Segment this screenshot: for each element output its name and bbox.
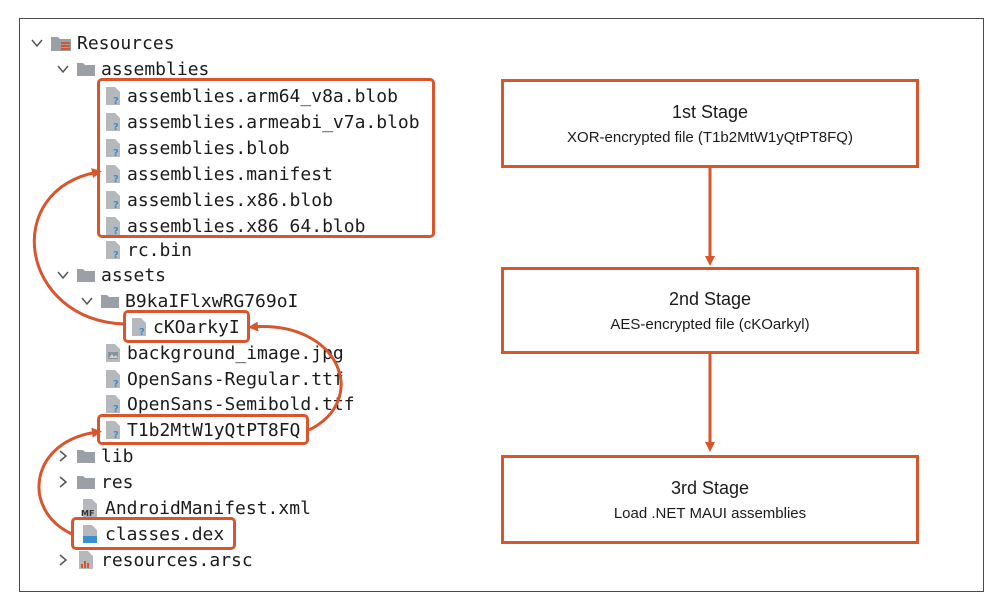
tree-label: AndroidManifest.xml [105,497,311,519]
svg-text:?: ? [113,96,119,106]
svg-text:?: ? [113,250,119,260]
tree-label: resources.arsc [101,549,253,571]
tree-label: rc.bin [127,239,193,261]
tree-item-assembly-file[interactable]: ? assemblies.armeabi_v7a.blob [104,110,420,134]
tree-label: assemblies.manifest [127,163,333,185]
unknown-file-icon: ? [106,370,120,389]
tree-label: OpenSans-Semibold.ttf [127,393,355,415]
tree-item-assembly-file[interactable]: ? assemblies.arm64_v8a.blob [104,84,398,108]
chevron-right-icon[interactable] [56,449,70,463]
stage-description: Load .NET MAUI assemblies [613,504,807,522]
tree-item-assets-folder[interactable]: assets [56,263,166,287]
tree-label: B9kaIFlxwRG769oI [125,290,299,312]
tree-label: assemblies.arm64_v8a.blob [127,85,398,107]
tree-item-res-folder[interactable]: res [56,470,134,494]
tree-item-rc-bin[interactable]: ? rc.bin [104,238,192,262]
folder-icon [77,450,95,463]
tree-label: background_image.jpg [127,342,344,364]
tree-label: lib [101,445,134,467]
chevron-down-icon[interactable] [56,268,70,282]
tree-item-background-image[interactable]: background_image.jpg [104,341,344,365]
tree-item-resources-arsc[interactable]: resources.arsc [56,548,253,572]
unknown-file-icon: ? [106,395,120,414]
t1b2-highlight-box [97,414,309,445]
tree-item-assemblies-folder[interactable]: assemblies [56,57,209,81]
image-file-icon [106,344,120,362]
svg-text:?: ? [113,379,119,389]
manifest-file-icon: MF [81,499,97,518]
unknown-file-icon: ? [106,87,120,106]
assemblies-highlight-box [97,78,435,238]
tree-label: assemblies.x86_64.blob [127,215,366,237]
stage-description: XOR-encrypted file (T1b2MtW1yQtPT8FQ) [567,128,853,146]
svg-text:?: ? [113,148,119,158]
svg-text:?: ? [113,430,119,440]
folder-icon [77,476,95,489]
folder-icon [101,295,119,308]
chevron-right-icon[interactable] [56,475,70,489]
tree-label: assemblies.blob [127,137,290,159]
folder-icon [77,63,95,76]
stage-title: 3rd Stage [670,477,750,498]
svg-text:?: ? [113,404,119,414]
stage-3-box: 3rd Stage Load .NET MAUI assemblies [501,455,919,544]
unknown-file-icon: ? [132,318,146,337]
unknown-file-icon: ? [106,241,120,260]
tree-item-assembly-file[interactable]: ? assemblies.blob [104,136,290,160]
chevron-right-icon[interactable] [56,553,70,567]
tree-label: Resources [77,32,175,54]
tree-item-opensans-semibold[interactable]: ? OpenSans-Semibold.ttf [104,392,355,416]
stage-title: 1st Stage [671,101,749,122]
svg-text:?: ? [139,327,145,337]
tree-label: cKOarkyI [153,316,240,338]
tree-label: OpenSans-Regular.ttf [127,368,344,390]
tree-label: assemblies [101,58,210,80]
classes-dex-highlight-box [71,517,236,550]
stage-1-box: 1st Stage XOR-encrypted file (T1b2MtW1yQ… [501,79,919,168]
tree-item-opensans-regular[interactable]: ? OpenSans-Regular.ttf [104,367,344,391]
tree-label: assemblies.armeabi_v7a.blob [127,111,420,133]
svg-text:?: ? [113,122,119,132]
tree-label: assemblies.x86.blob [127,189,333,211]
unknown-file-icon: ? [106,139,120,158]
tree-label: assets [101,264,167,286]
tree-item-ckoarky[interactable]: ? cKOarkyI [130,315,240,339]
tree-item-lib-folder[interactable]: lib [56,444,134,468]
chevron-down-icon[interactable] [80,294,94,308]
stage-2-box: 2nd Stage AES-encrypted file (cKOarkyl) [501,267,919,354]
chevron-down-icon[interactable] [30,36,44,50]
resources-folder-icon [51,37,71,51]
tree-label: classes.dex [105,523,225,545]
tree-item-resources[interactable]: Resources [30,31,175,55]
unknown-file-icon: ? [106,421,120,440]
folder-icon [77,269,95,282]
chevron-down-icon[interactable] [56,62,70,76]
stage-description: AES-encrypted file (cKOarkyl) [610,315,810,333]
ckoarky-highlight-box [123,310,250,343]
tree-label: res [101,471,134,493]
unknown-file-icon: ? [106,113,120,132]
stage-title: 2nd Stage [668,288,752,309]
resource-table-icon [79,551,93,569]
